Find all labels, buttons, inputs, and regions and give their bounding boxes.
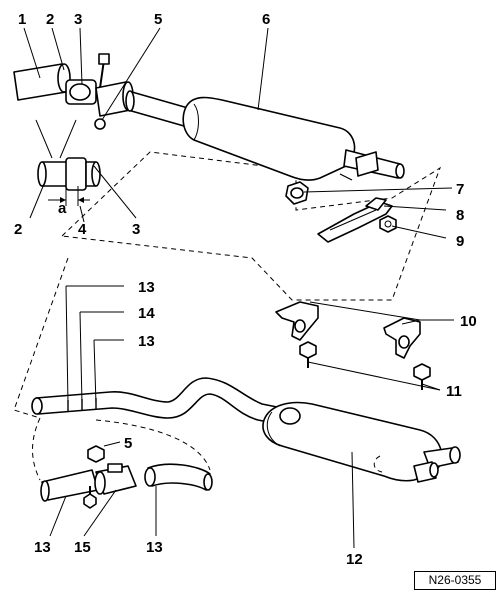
callout-14: 14 xyxy=(138,305,155,322)
callout-13-a: 13 xyxy=(138,279,155,296)
nut-part-9 xyxy=(379,215,397,233)
front-pipe-inlet xyxy=(127,91,189,127)
callout-11: 11 xyxy=(446,383,462,400)
callout-1: 1 xyxy=(18,11,26,28)
rear-silencer-part-12 xyxy=(262,401,461,483)
figure-reference-number: N26-0355 xyxy=(414,571,496,590)
callout-7: 7 xyxy=(456,181,464,198)
callout-10: 10 xyxy=(460,313,477,330)
nut-part-5-bottom xyxy=(87,445,105,463)
leader-lines xyxy=(23,27,454,549)
dimension-a-label: a xyxy=(58,200,67,217)
callout-13-b: 13 xyxy=(138,333,155,350)
assembly-boundary-center xyxy=(13,257,69,419)
pipe-joint-top xyxy=(13,53,134,130)
mount-part-7 xyxy=(285,181,309,205)
clamp-detail-boundary xyxy=(32,417,211,481)
callout-2-top: 2 xyxy=(46,11,54,28)
bolt-top xyxy=(98,53,110,65)
front-silencer-body xyxy=(182,96,356,181)
callout-13-c: 13 xyxy=(34,539,51,556)
clamp-spacing-detail: a xyxy=(35,119,101,217)
bolt-part-11-right xyxy=(413,363,431,390)
callout-2-detail: 2 xyxy=(14,221,22,238)
callout-13-d: 13 xyxy=(146,539,163,556)
assembly-boundary-front xyxy=(60,151,441,301)
callout-3-top: 3 xyxy=(74,11,82,28)
callout-6: 6 xyxy=(262,11,270,28)
callout-15: 15 xyxy=(74,539,91,556)
callout-5-bottom: 5 xyxy=(124,435,132,452)
callout-4: 4 xyxy=(78,221,87,238)
pipe-stub-right xyxy=(147,463,211,491)
callout-12: 12 xyxy=(346,551,363,568)
bracket-part-8 xyxy=(317,197,393,243)
center-pipe-body xyxy=(35,377,293,427)
hanger-bracket-right-part-10 xyxy=(383,317,421,359)
callout-3-detail: 3 xyxy=(132,221,140,238)
hanger-bracket-left-part-10 xyxy=(275,301,319,341)
callout-9: 9 xyxy=(456,233,464,250)
callout-labels: 1 2 3 5 6 7 8 9 2 4 3 13 14 13 10 11 5 1… xyxy=(14,11,477,568)
detail-clamp xyxy=(65,157,87,191)
front-silencer-part-6 xyxy=(125,90,405,181)
clamp-assembly-bottom xyxy=(40,445,213,509)
callout-5-top: 5 xyxy=(154,11,162,28)
callout-8: 8 xyxy=(456,207,464,224)
bolt-part-11-left xyxy=(299,341,317,368)
nut-part-5-top xyxy=(94,118,106,130)
center-pipe-part-13 xyxy=(31,377,293,427)
